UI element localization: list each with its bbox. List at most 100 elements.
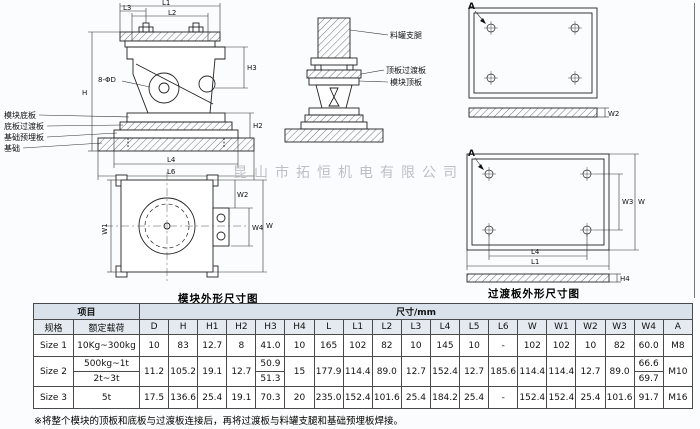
part-label-module-bottom-plate: 模块底板 [4, 110, 36, 120]
section-label-a: A [468, 149, 475, 159]
assembly-side-view-drawing: 料罐支腿 顶板过渡板 模块顶板 [284, 17, 426, 143]
table-cell: 70.3 [255, 386, 286, 409]
column-header-l5: L5 [459, 319, 490, 335]
table-cell: 91.7 [633, 386, 664, 409]
column-header-w1: W1 [546, 319, 577, 335]
column-header-w4: W4 [633, 319, 664, 335]
column-header-w2: W2 [575, 319, 606, 335]
section-arrow [480, 18, 486, 24]
dim-label-l4: L4 [531, 248, 540, 256]
table-cell: 5t [72, 386, 141, 409]
plan-view-centerlines [105, 172, 249, 282]
dim-label-l4: L4 [167, 156, 176, 164]
table-cell: 25.4 [459, 386, 490, 409]
stacked-value: 500kg~1t [84, 359, 129, 369]
table-cell: 19.1 [226, 386, 257, 409]
assembly-leader-lines [349, 29, 389, 83]
table-cell: 101.6 [604, 386, 635, 409]
column-header-l2: L2 [371, 319, 402, 335]
table-cell: 185.6 [488, 356, 519, 387]
table-cell: 12.7 [197, 334, 228, 357]
small-plate-holes [484, 21, 582, 85]
table-cell: 152.4 [546, 386, 577, 409]
part-label-tank-leg: 料罐支腿 [390, 30, 422, 40]
section-label-a: A [468, 2, 475, 12]
table-cell: - [488, 386, 519, 409]
dim-label-l1: L1 [531, 258, 539, 266]
table-cell-stacked: 50.9 51.3 [255, 356, 286, 387]
small-plate-outline [468, 7, 598, 118]
table-cell: 114.4 [546, 356, 577, 387]
stacked-value: 66.6 [638, 359, 659, 369]
module-top-plate-section [308, 77, 360, 86]
table-cell: 102 [517, 334, 548, 357]
stacked-value: 50.9 [260, 359, 281, 369]
part-label-foundation: 基础 [4, 143, 20, 153]
column-header-h: H [168, 319, 199, 335]
plate-view-caption: 过渡板外形尺寸图 [488, 288, 580, 300]
dim-label-w2: W2 [237, 191, 248, 199]
column-header-h3: H3 [255, 319, 286, 335]
table-cell: 12.7 [400, 356, 431, 387]
table-cell: 165 [313, 334, 344, 357]
table-cell: 11.2 [139, 356, 170, 387]
dim-label-l2: L2 [168, 9, 176, 17]
table-cell: 145 [429, 334, 461, 357]
table-cell: 17.5 [139, 386, 170, 409]
column-header-w3: W3 [604, 319, 635, 335]
dim-label-w1: W1 [101, 223, 109, 234]
table-cell: 114.4 [342, 356, 373, 387]
part-label-top-transition-plate: 顶板过渡板 [386, 65, 426, 75]
table-cell: M8 [662, 334, 694, 357]
table-cell: 114.4 [517, 356, 548, 387]
table-cell: 82 [604, 334, 635, 357]
table-cell: 136.6 [168, 386, 199, 409]
table-cell: 10Kg~300kg [72, 334, 141, 357]
dim-label-h3: H3 [247, 64, 257, 72]
dim-label-l3: L3 [123, 4, 131, 12]
transition-plate-plan-drawing: A W3 W L4 L1 H4 [466, 149, 645, 283]
table-cell: 25.4 [400, 386, 431, 409]
part-label-module-top-plate: 模块顶板 [390, 77, 422, 87]
dim-label-w4: W4 [252, 224, 264, 232]
table-cell: 89.0 [604, 356, 635, 387]
dim-label-l6: L6 [167, 168, 176, 176]
table-cell: 60.0 [633, 334, 664, 357]
table-cell-stacked: 500kg~1t 2t~3t [72, 356, 141, 387]
table-cell: 10 [284, 334, 315, 357]
stacked-value: 2t~3t [74, 371, 139, 386]
tank-leg-section [317, 17, 351, 59]
stacked-value: 51.3 [256, 371, 284, 386]
dim-label-h2: H2 [253, 122, 263, 130]
dim-label-w2: W2 [608, 110, 619, 118]
column-header-l: L [313, 319, 344, 335]
column-header-a: A [662, 319, 694, 335]
table-cell: 12.7 [575, 356, 606, 387]
footnote: ※将整个模块的顶板和底板与过渡板连接后，再将过渡板与料罐支腿和基础预埋板焊接。 [34, 416, 403, 427]
table-cell: 10 [575, 334, 606, 357]
table-cell: 19.1 [197, 356, 228, 387]
company-watermark: 昆山市拓恒机电有限公司 [233, 165, 464, 181]
column-header-h1: H1 [197, 319, 228, 335]
table-cell: - [488, 334, 519, 357]
table-cell: 102 [546, 334, 577, 357]
top-transition-plate-section [306, 69, 362, 79]
dim-label-h: H [82, 89, 87, 97]
row-spec-label: Size 1 [33, 334, 74, 357]
table-cell: 102 [342, 334, 373, 357]
column-header-spec: 规格 [33, 319, 74, 335]
module-plan-view-drawing: W1 W2 W4 W [101, 172, 273, 282]
front-view-labels: L1 L3 L2 H H3 H2 L4 L6 8-ΦD 模块底板 底板过渡板 基… [4, 0, 263, 176]
table-cell: 89.0 [371, 356, 402, 387]
table-cell: 184.2 [429, 386, 461, 409]
table-cell: 152.4 [342, 386, 373, 409]
module-front-view-drawing: L1 L3 L2 H H3 H2 L4 L6 8-ΦD 模块底板 底板过渡板 基… [4, 0, 263, 180]
hole-callout: 8-ΦD [98, 76, 116, 84]
dim-label-w3: W3 [622, 198, 633, 206]
assembly-geometry [284, 17, 384, 143]
large-plate-dims [466, 153, 639, 283]
